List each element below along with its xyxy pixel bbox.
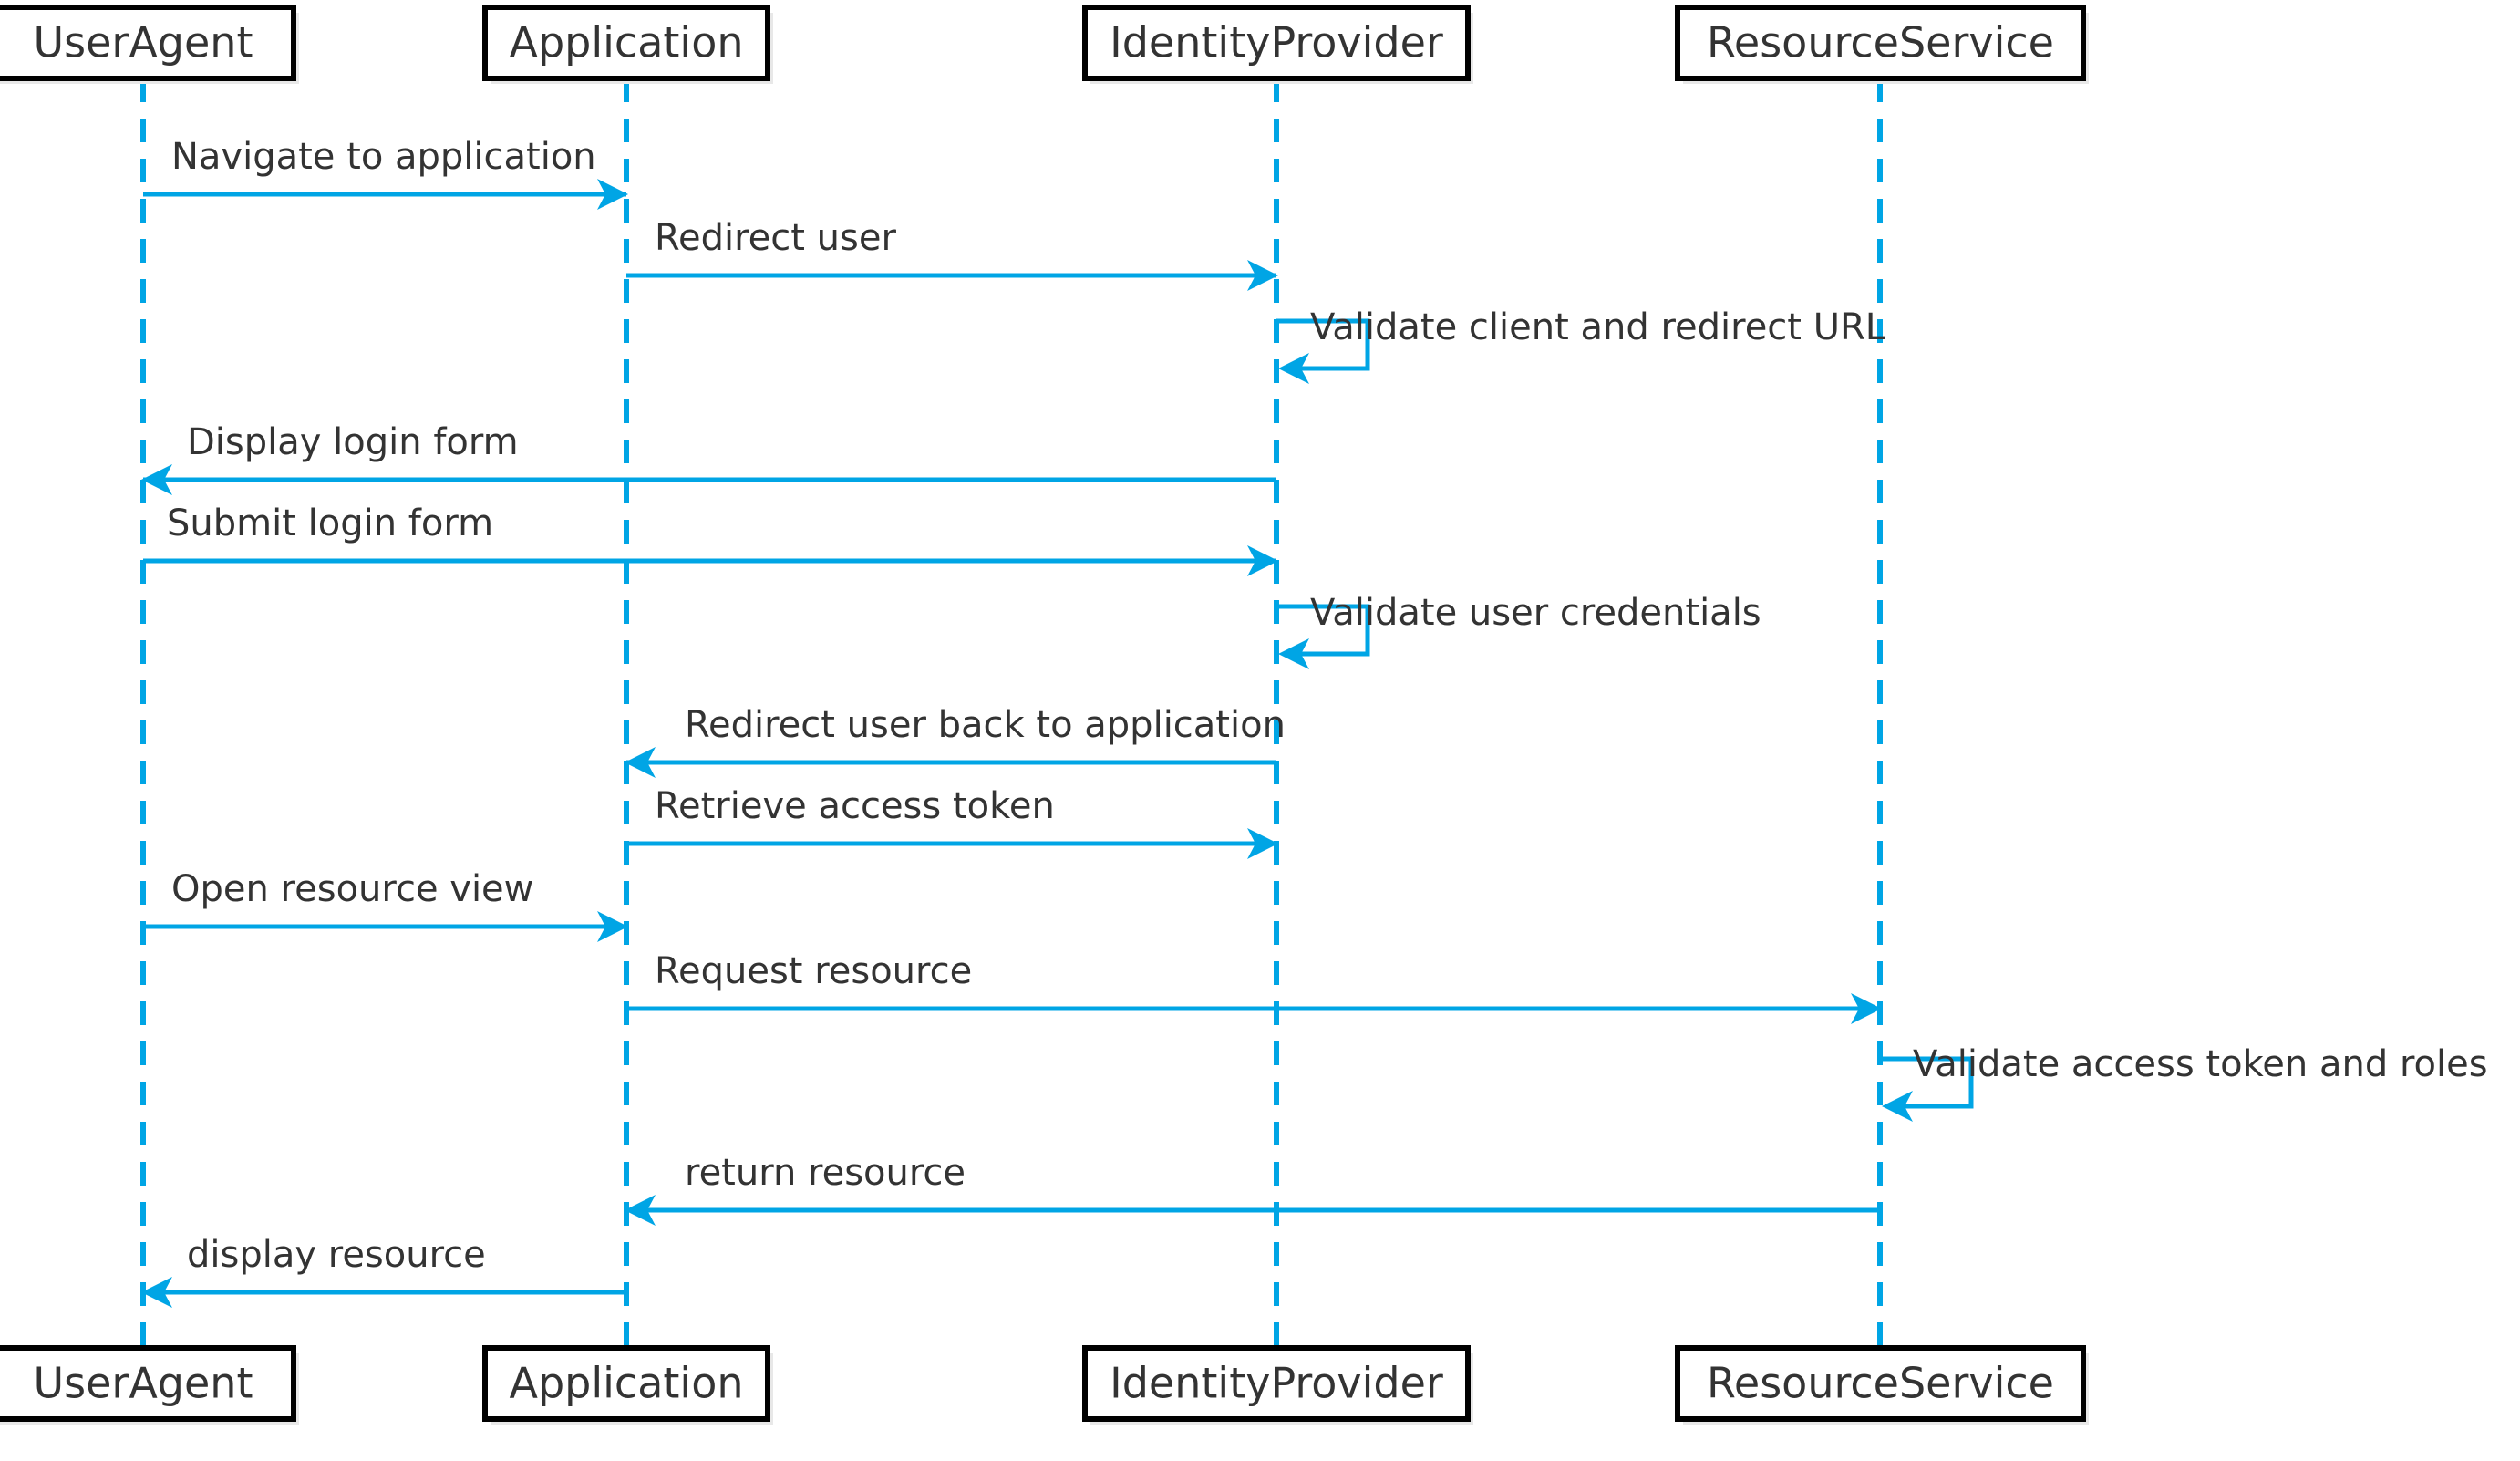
actor-box-top-resourceservice[interactable]: ResourceService [1675,5,2089,84]
arrow-head-icon [1278,638,1309,669]
message-label: Validate client and redirect URL [1310,306,1886,348]
message-0[interactable]: Navigate to application [143,136,628,210]
message-11[interactable]: return resource [625,1152,1880,1226]
message-label: return resource [685,1152,966,1194]
message-9[interactable]: Request resource [626,950,1882,1024]
message-8[interactable]: Open resource view [143,868,628,942]
actor-box-top-application[interactable]: Application [482,5,773,84]
arrow-head-icon [1247,545,1278,576]
actor-label: ResourceService [1707,18,2054,67]
message-label: Open resource view [171,868,533,910]
arrow-head-icon [1247,260,1278,291]
arrow-head-icon [1278,353,1309,384]
actor-label: Application [509,1359,743,1408]
actor-box-top-identityprovider[interactable]: IdentityProvider [1082,5,1473,84]
arrow-head-icon [625,1195,656,1226]
arrow-head-icon [597,179,628,210]
message-label: display resource [187,1234,486,1276]
message-3[interactable]: Display login form [141,421,1276,495]
arrow-head-icon [141,464,172,495]
bottom-actor-boxes: UserAgent Application IdentityProvider Reso… [0,1345,2089,1425]
actor-box-bottom-application[interactable]: Application [482,1345,773,1425]
actor-label: ResourceService [1707,1359,2054,1408]
message-label: Retrieve access token [655,785,1055,827]
message-1[interactable]: Redirect user [626,217,1278,291]
arrow-head-icon [597,911,628,942]
message-label: Redirect user back to application [685,704,1286,746]
actor-box-border [1082,1345,1471,1422]
arrow-head-icon [1882,1091,1913,1122]
actor-box-border [1675,5,2086,81]
message-label: Submit login form [167,503,493,544]
actor-label: Application [509,18,743,67]
message-label: Redirect user [655,217,896,259]
message-12[interactable]: display resource [141,1234,626,1308]
message-label: Navigate to application [171,136,596,178]
message-5[interactable]: Validate user credentials [1276,592,1761,669]
message-6[interactable]: Redirect user back to application [625,704,1286,778]
message-label: Request resource [655,950,972,992]
arrow-head-icon [1247,828,1278,859]
self-message-loop [1880,1056,1974,1109]
self-message-loop [1276,318,1370,371]
lifelines-layer [140,78,1883,1348]
actor-box-border [482,5,770,81]
actor-box-bottom-useragent[interactable]: UserAgent [0,1345,299,1425]
message-7[interactable]: Retrieve access token [626,785,1278,859]
actor-box-border [1675,1345,2086,1422]
message-10[interactable]: Validate access token and roles [1880,1043,2488,1122]
actor-box-border [0,1345,296,1422]
arrow-head-icon [141,1277,172,1308]
top-actor-boxes: UserAgent Application IdentityProvider Reso… [0,5,2089,84]
actor-label: UserAgent [33,18,253,67]
message-4[interactable]: Submit login form [143,503,1278,576]
actor-box-bottom-resourceservice[interactable]: ResourceService [1675,1345,2089,1425]
actor-label: IdentityProvider [1110,1359,1443,1408]
actor-label: IdentityProvider [1110,18,1443,67]
actor-box-border [0,5,296,81]
arrow-head-icon [625,747,656,778]
arrow-head-icon [1851,993,1882,1024]
actor-box-border [1082,5,1471,81]
actor-box-bottom-identityprovider[interactable]: IdentityProvider [1082,1345,1473,1425]
message-2[interactable]: Validate client and redirect URL [1276,306,1886,384]
actor-box-border [482,1345,770,1422]
message-label: Display login form [187,421,519,463]
message-label: Validate access token and roles [1913,1043,2488,1085]
actor-label: UserAgent [33,1359,253,1408]
actor-box-top-useragent[interactable]: UserAgent [0,5,299,84]
message-label: Validate user credentials [1310,592,1761,634]
self-message-loop [1276,604,1370,657]
